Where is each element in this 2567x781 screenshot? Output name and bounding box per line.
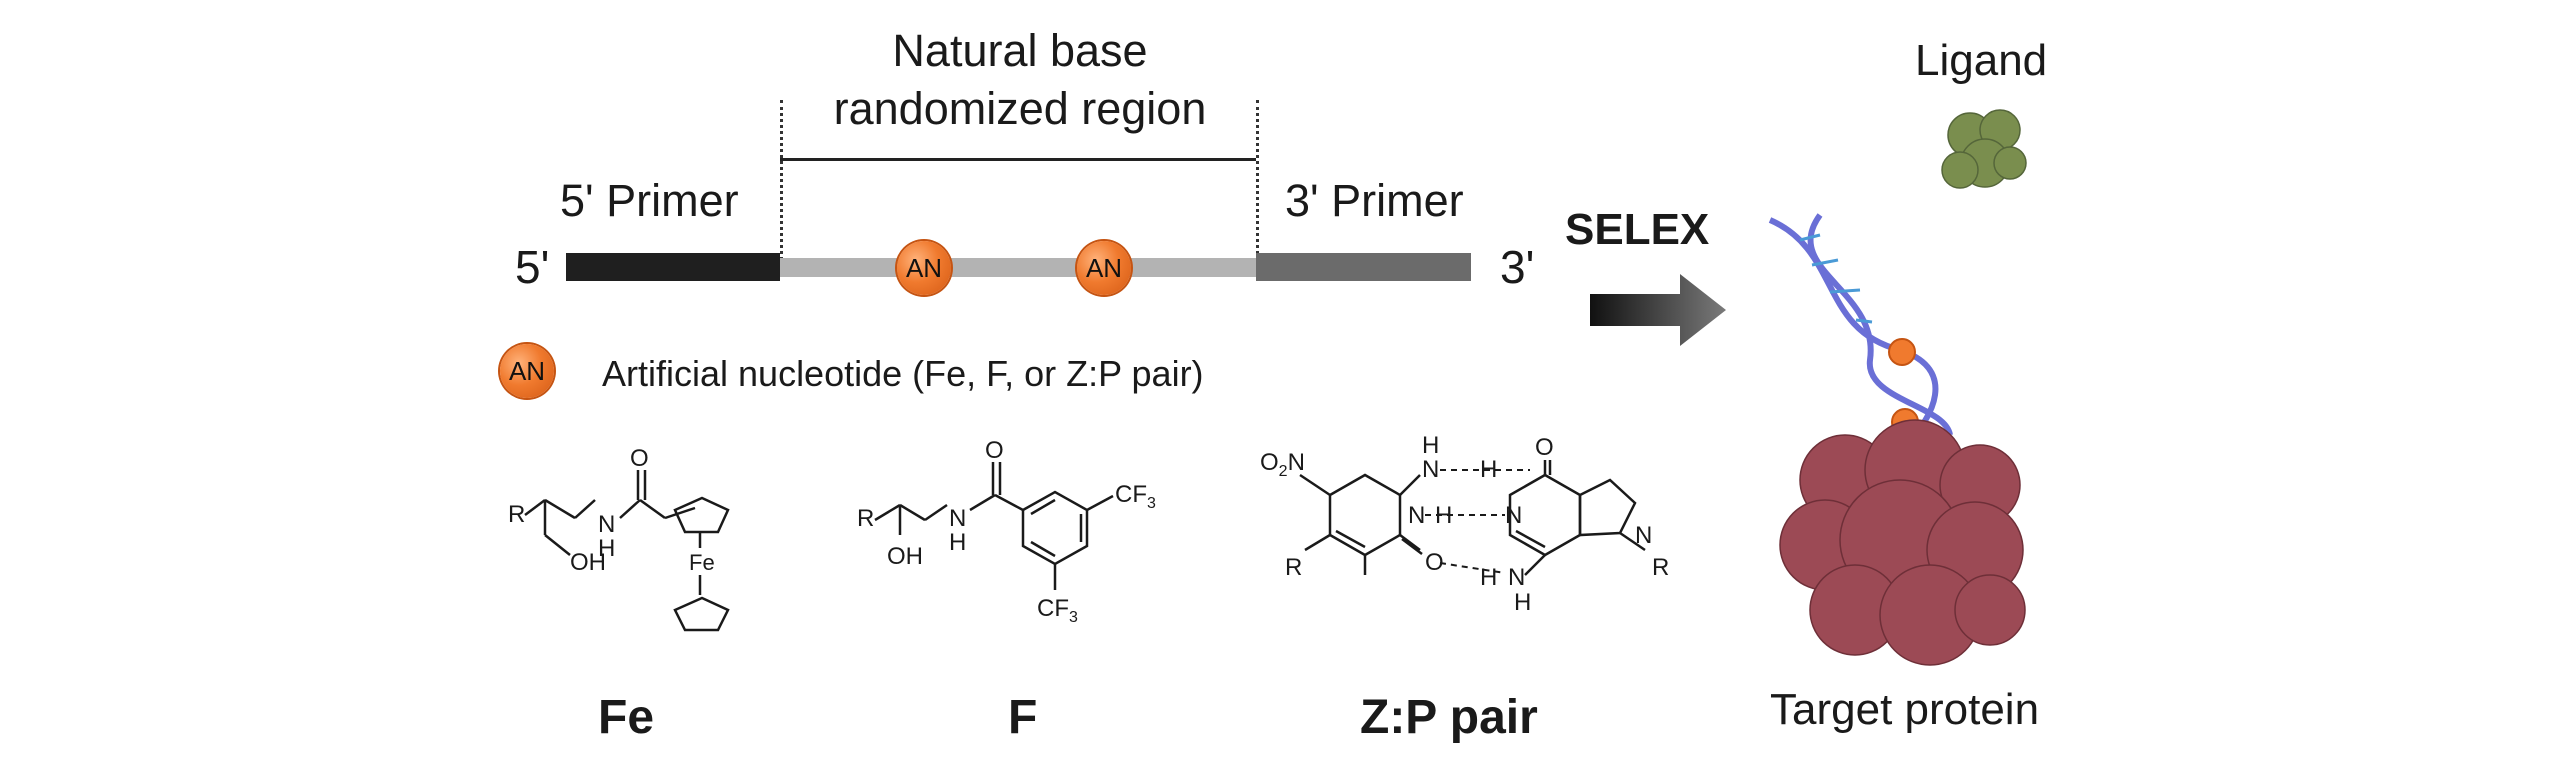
zp-pair-label: Z:P pair: [1360, 691, 1538, 744]
legend-an-marker: AN: [500, 344, 554, 398]
zp-atom-o-2: O: [1425, 549, 1444, 576]
f-atom-cf3-bottom: CF3: [1037, 595, 1078, 626]
f-atom-r: R: [857, 505, 874, 532]
f-structure: R N H O OH CF3 CF3: [857, 440, 1156, 626]
ligand-molecule-icon: [1941, 109, 2027, 189]
zp-atom-n-5: N: [1635, 522, 1652, 549]
three-prime-end-label: 3': [1500, 241, 1535, 293]
f-atom-o: O: [985, 440, 1004, 464]
zp-atom-no2-n: N: [1288, 449, 1305, 476]
random-region-segment: [780, 258, 1256, 277]
legend-text: Artificial nucleotide (Fe, F, or Z:P pai…: [602, 353, 1204, 394]
zp-atom-no2-sub: 2: [1279, 463, 1288, 480]
artificial-nucleotide-marker: AN: [897, 241, 951, 295]
primer-5-segment: [566, 253, 780, 281]
zp-atom-h-2: H: [1480, 456, 1497, 483]
f-atom-cf3-top: CF3: [1115, 481, 1156, 512]
target-protein-icon: [1779, 419, 2026, 666]
selex-arrow-icon: [1590, 274, 1726, 346]
dna-aptamer-icon: [1768, 213, 1953, 443]
f-label: F: [1008, 691, 1038, 744]
random-region-title: Natural base randomized region: [770, 22, 1270, 138]
zp-pair-structure: O2N N H N H H O N O H N H N R R: [1260, 432, 1669, 616]
zp-atom-r-2: R: [1652, 554, 1669, 581]
f-atom-cf3-bottom-sub: 3: [1069, 609, 1078, 626]
fe-structure: R N H O OH Fe: [508, 445, 730, 632]
zp-atom-h-4: H: [1480, 564, 1497, 591]
primer-3-label: 3' Primer: [1285, 175, 1464, 226]
five-prime-end-label: 5': [515, 241, 550, 293]
fe-atom-o: O: [630, 445, 649, 472]
zp-atom-h-3: H: [1435, 502, 1452, 529]
fe-atom-n: N: [598, 511, 615, 538]
fe-atom-r: R: [508, 501, 525, 528]
fe-atom-oh: OH: [570, 549, 606, 576]
fe-atom-h: H: [598, 535, 615, 562]
fe-label: Fe: [598, 691, 655, 744]
ligand-label: Ligand: [1915, 36, 2048, 85]
random-region-left-boundary: [780, 100, 783, 260]
zp-atom-r-1: R: [1285, 554, 1302, 581]
primer-3-segment: [1256, 253, 1471, 281]
zp-atom-n-1: N: [1422, 456, 1439, 483]
random-region-title-line1: Natural base: [892, 25, 1148, 76]
f-atom-oh: OH: [887, 543, 923, 570]
zp-atom-n-3: N: [1505, 502, 1522, 529]
zp-atom-no2-o: O: [1260, 449, 1279, 476]
f-atom-n: N: [949, 505, 966, 532]
f-atom-h: H: [949, 529, 966, 556]
random-region-title-line2: randomized region: [833, 83, 1207, 134]
target-protein-label: Target protein: [1770, 685, 2040, 734]
primer-5-label: 5' Primer: [560, 175, 739, 226]
zp-atom-h-1: H: [1422, 432, 1439, 459]
zp-atom-o-1: O: [1535, 434, 1554, 461]
artificial-nucleotide-marker: AN: [1077, 241, 1131, 295]
zp-atom-n-4: N: [1508, 564, 1525, 591]
f-atom-cf3-top-cf: CF: [1115, 481, 1147, 508]
selex-label: SELEX: [1565, 205, 1710, 254]
f-atom-cf3-top-sub: 3: [1147, 495, 1156, 512]
zp-atom-no2: O2N: [1260, 449, 1305, 480]
fe-atom-fe: Fe: [689, 550, 715, 575]
random-region-right-boundary: [1256, 100, 1259, 260]
zp-atom-h-5: H: [1514, 589, 1531, 616]
zp-atom-n-2: N: [1408, 502, 1425, 529]
random-region-bracket: [780, 158, 1256, 161]
f-atom-cf3-bottom-cf: CF: [1037, 595, 1069, 622]
